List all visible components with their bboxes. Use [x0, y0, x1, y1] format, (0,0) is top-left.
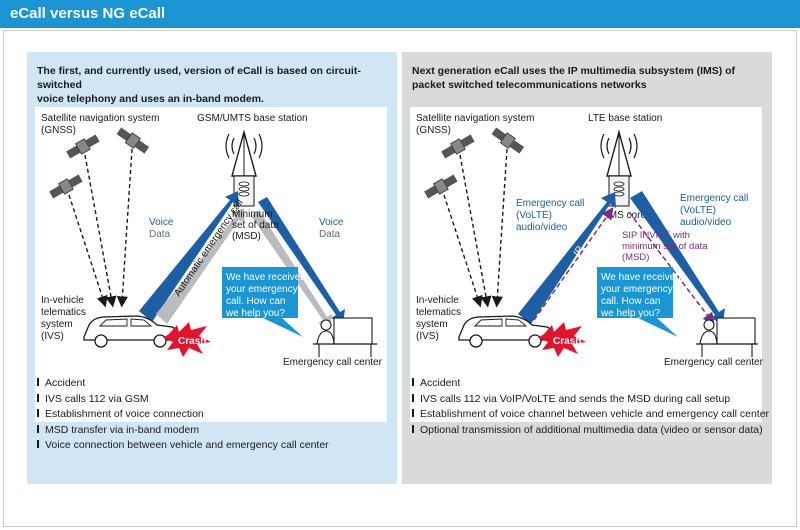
satellite-icon [491, 127, 525, 154]
operator-desk-icon [313, 317, 377, 357]
car-icon [458, 315, 553, 348]
bubble-line: We have received [601, 272, 681, 283]
list-item: Accident [412, 376, 769, 392]
heading-line: Next generation eCall uses the IP multim… [412, 65, 736, 77]
bubble-line: We have received [226, 272, 306, 283]
satellite-icon [441, 134, 475, 159]
gnss-label: Satellite navigation system [416, 113, 534, 124]
emergency-call-label: (VoLTE) [516, 210, 552, 221]
panel-heading: Next generation eCall uses the IP multim… [412, 64, 757, 92]
car-icon [83, 315, 178, 348]
emergency-call-label: Emergency call [680, 193, 748, 204]
satellite-signal-lines [68, 148, 133, 308]
crash-burst-icon: Crash [163, 322, 211, 357]
satellite-icon [424, 174, 458, 199]
emergency-call-label: audio/video [516, 222, 568, 233]
figure-frame [3, 30, 797, 527]
speech-bubble: We have received your emergency call. Ho… [597, 267, 681, 337]
ip-arrow-left [518, 192, 616, 324]
emergency-call-label: audio/video [680, 217, 732, 228]
ivs-label: telematics [41, 307, 86, 318]
heading-line: packet switched telecommunications netwo… [412, 79, 647, 91]
ivs-label: system [41, 319, 73, 330]
msd-label: Minimum [232, 209, 273, 220]
gnss-label: (GNSS) [41, 125, 76, 136]
bubble-line: call. How can [226, 296, 285, 307]
list-item: MSD transfer via in-band modem [37, 423, 329, 439]
ims-core-label: IMS core [606, 210, 646, 221]
voice-label: Voice [319, 217, 344, 228]
list-item: IVS calls 112 via GSM [37, 392, 329, 408]
operator-desk-icon [696, 317, 758, 357]
list-item: IVS calls 112 via VoIP/VoLTE and sends t… [412, 392, 769, 408]
panel-heading: The first, and currently used, version o… [37, 64, 382, 106]
sip-invite-arrows [533, 207, 715, 325]
crash-label: Crash [553, 336, 581, 347]
satellite-icon [66, 134, 100, 159]
bubble-line: we help you? [225, 308, 285, 319]
emergency-call-label: Emergency call [516, 198, 584, 209]
base-station-icon [225, 129, 263, 207]
gnss-label: Satellite navigation system [41, 113, 159, 124]
ip-arrow-right [630, 191, 725, 324]
step-list: Accident IVS calls 112 via GSM Establish… [37, 376, 329, 454]
ivs-label: In-vehicle [416, 295, 459, 306]
voice-label: Voice [149, 217, 174, 228]
ivs-label: telematics [416, 307, 461, 318]
list-item: Establishment of voice channel between v… [412, 407, 769, 423]
list-item: Voice connection between vehicle and eme… [37, 438, 329, 454]
ivs-label: (IVS) [416, 331, 439, 342]
bubble-line: your emergency [226, 284, 298, 295]
list-item: Accident [37, 376, 329, 392]
ng-ecall-diagram: Satellite navigation system (GNSS) LTE b… [416, 113, 764, 368]
base-station-label: GSM/UMTS base station [197, 113, 308, 124]
bubble-line: your emergency [601, 284, 673, 295]
voice-data-arrow-up [139, 191, 239, 322]
ivs-label: system [416, 319, 448, 330]
sip-invite-label: (MSD) [622, 252, 649, 263]
data-label: Data [319, 229, 341, 240]
center-label: Emergency call center [283, 357, 383, 368]
ivs-label: In-vehicle [41, 295, 84, 306]
bubble-line: call. How can [601, 296, 660, 307]
ivs-label: (IVS) [41, 331, 64, 342]
base-station-label: LTE base station [588, 113, 662, 124]
heading-line: The first, and currently used, version o… [37, 65, 361, 91]
gnss-label: (GNSS) [416, 125, 451, 136]
msd-label: (MSD) [232, 231, 261, 242]
crash-burst-icon: Crash [538, 322, 586, 357]
emergency-call-label: (VoLTE) [680, 205, 716, 216]
diagram-background [410, 107, 762, 422]
list-item: Establishment of voice connection [37, 407, 329, 423]
automatic-call-arrow [156, 208, 245, 324]
crash-label: Crash [178, 336, 206, 347]
center-label: Emergency call center [664, 357, 764, 368]
voice-data-arrow-down-blue [258, 197, 345, 324]
data-label: Data [149, 229, 171, 240]
satellite-icon [116, 127, 150, 154]
bubble-line: we help you? [600, 308, 660, 319]
base-station-icon [600, 129, 638, 207]
ecall-diagram: Satellite navigation system (GNSS) GSM/U… [41, 113, 383, 368]
page-title: eCall versus NG eCall [0, 0, 800, 28]
list-item: Optional transmission of additional mult… [412, 423, 769, 439]
ecall-panel: The first, and currently used, version o… [27, 52, 397, 484]
ng-ecall-panel: Next generation eCall uses the IP multim… [402, 52, 772, 484]
diagram-background [35, 107, 387, 422]
satellite-signal-lines [443, 148, 508, 308]
sip-invite-label: SIP INVITE with [622, 230, 690, 241]
step-list: Accident IVS calls 112 via VoIP/VoLTE an… [412, 376, 769, 438]
satellite-icon [49, 174, 83, 199]
msd-label: set of data [232, 220, 279, 231]
sip-invite-label: minimum set of data [622, 241, 708, 252]
speech-bubble: We have received your emergency call. Ho… [222, 267, 306, 337]
heading-line: voice telephony and uses an in-band mode… [37, 93, 264, 105]
